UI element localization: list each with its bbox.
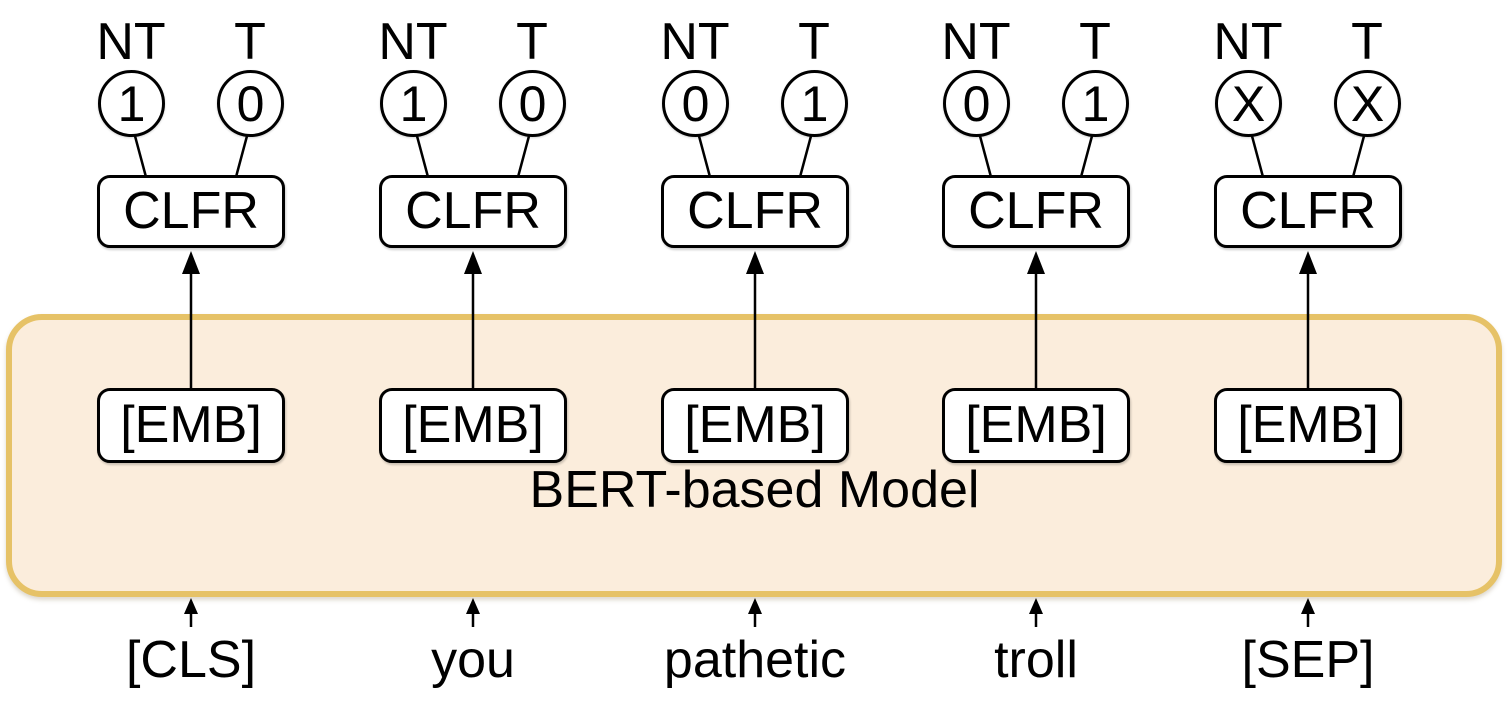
input-token-label: troll [994, 631, 1078, 689]
clfr-box: CLFR [379, 175, 567, 248]
token-column-cls: NT T 1 0 CLFR [EMB] [CLS] [51, 0, 331, 726]
token-column-sep: NT T X X CLFR [EMB] [SEP] [1168, 0, 1448, 726]
circle-connector-lines [1250, 135, 1366, 178]
emb-box: [EMB] [379, 388, 567, 463]
emb-box: [EMB] [1214, 388, 1402, 463]
t-label: T [798, 13, 830, 71]
t-label: T [1079, 13, 1111, 71]
token-input-arrow [1301, 598, 1315, 627]
t-output-circle: 1 [781, 70, 848, 137]
nt-label: NT [96, 13, 166, 71]
emb-box: [EMB] [942, 388, 1130, 463]
nt-output-circle: 0 [662, 70, 729, 137]
input-token-label: pathetic [663, 631, 847, 689]
token-column-you: NT T 1 0 CLFR [EMB] you [333, 0, 613, 726]
nt-output-circle: 1 [98, 70, 165, 137]
emb-to-clfr-arrow [464, 251, 482, 388]
circle-connector-lines [415, 135, 531, 178]
nt-output-circle: X [1215, 70, 1282, 137]
token-input-arrow [1029, 598, 1043, 627]
clfr-box: CLFR [1214, 175, 1402, 248]
circle-connector-lines [697, 135, 813, 178]
token-column-pathetic: NT T 0 1 CLFR [EMB] pathetic [615, 0, 895, 726]
emb-box: [EMB] [97, 388, 285, 463]
t-label: T [516, 13, 548, 71]
bert-model-label: BERT-based Model [529, 461, 980, 519]
emb-to-clfr-arrow [182, 251, 200, 388]
t-output-circle: 0 [499, 70, 566, 137]
t-label: T [1351, 13, 1383, 71]
nt-label: NT [378, 13, 448, 71]
input-token-label: [SEP] [1241, 631, 1375, 689]
t-output-circle: 0 [217, 70, 284, 137]
nt-output-circle: 0 [943, 70, 1010, 137]
t-output-circle: X [1334, 70, 1401, 137]
nt-label: NT [941, 13, 1011, 71]
token-column-troll: NT T 0 1 CLFR [EMB] troll [896, 0, 1176, 726]
t-output-circle: 1 [1062, 70, 1129, 137]
nt-label: NT [1213, 13, 1283, 71]
nt-label: NT [660, 13, 730, 71]
emb-box: [EMB] [661, 388, 849, 463]
token-input-arrow [466, 598, 480, 627]
token-input-arrow [184, 598, 198, 627]
input-token-label: you [431, 631, 515, 689]
circle-connector-lines [133, 135, 249, 178]
clfr-box: CLFR [97, 175, 285, 248]
emb-to-clfr-arrow [1299, 251, 1317, 388]
emb-to-clfr-arrow [746, 251, 764, 388]
clfr-box: CLFR [661, 175, 849, 248]
emb-to-clfr-arrow [1027, 251, 1045, 388]
nt-output-circle: 1 [380, 70, 447, 137]
t-label: T [234, 13, 266, 71]
circle-connector-lines [978, 135, 1094, 178]
input-token-label: [CLS] [125, 631, 257, 689]
token-input-arrow [748, 598, 762, 627]
clfr-box: CLFR [942, 175, 1130, 248]
